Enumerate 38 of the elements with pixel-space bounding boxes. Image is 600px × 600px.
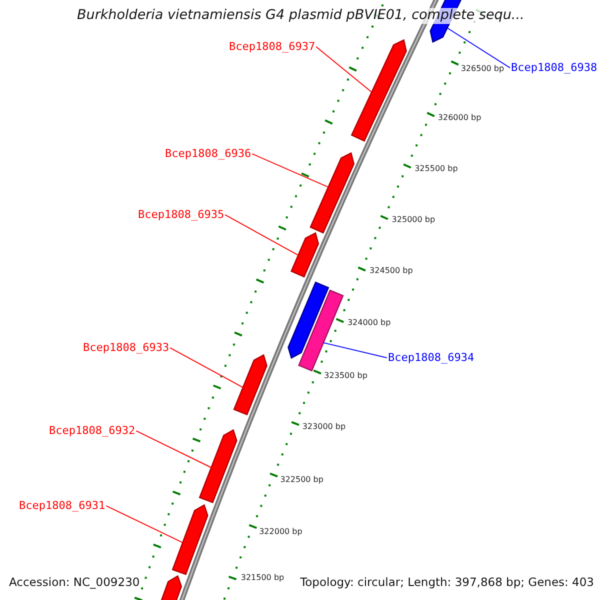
gene-feature [233,354,268,416]
gene-label: Bcep1808_6932 [49,424,136,438]
gene-feature [288,282,330,359]
tick-label: 322000 bp [259,527,302,536]
accession-text: Accession: NC_009230 [9,576,140,590]
gene-feature [310,152,355,234]
tick-label: 321500 bp [240,573,284,582]
tick-label: 326000 bp [438,113,482,122]
leader-line [252,153,329,188]
tick-label: 325000 bp [392,215,436,224]
gene-label: Bcep1808_6934 [388,352,474,364]
tick-label: 322500 bp [280,475,324,484]
leader-line [106,505,184,544]
gene-bar [298,290,344,372]
gene-feature [350,39,407,142]
tick-label: 325500 bp [414,164,458,174]
gene-feature [172,504,208,576]
gene-feature [290,232,320,278]
tick-label: 326500 bp [460,64,504,74]
gene-feature [198,429,238,504]
summary-text: Topology: circular; Length: 397,868 bp; Genes: 403 [300,576,594,590]
tick-label: 323500 bp [324,371,368,380]
gene-label: Bcep1808_6936 [165,148,252,160]
leader-line [170,347,244,388]
gene-label: Bcep1808_6931 [19,500,106,512]
leader-line [224,214,299,256]
leader-line [322,342,388,358]
gene-label: Bcep1808_6933 [83,342,170,354]
leader-line [316,46,372,92]
leader-line [136,430,212,468]
tick-label: 324500 bp [370,266,413,276]
gene-label: Bcep1808_6938 [511,62,598,74]
gene-label: Bcep1808_6935 [138,208,224,222]
map-title: Burkholderia vietnamiensis G4 plasmid pBVIE01, complete sequ... [77,8,524,24]
tick-label: 324000 bp [347,318,391,328]
tick-label: 323000 bp [302,422,346,432]
gene-label: Bcep1808_6937 [229,40,316,54]
leader-line [446,28,510,68]
